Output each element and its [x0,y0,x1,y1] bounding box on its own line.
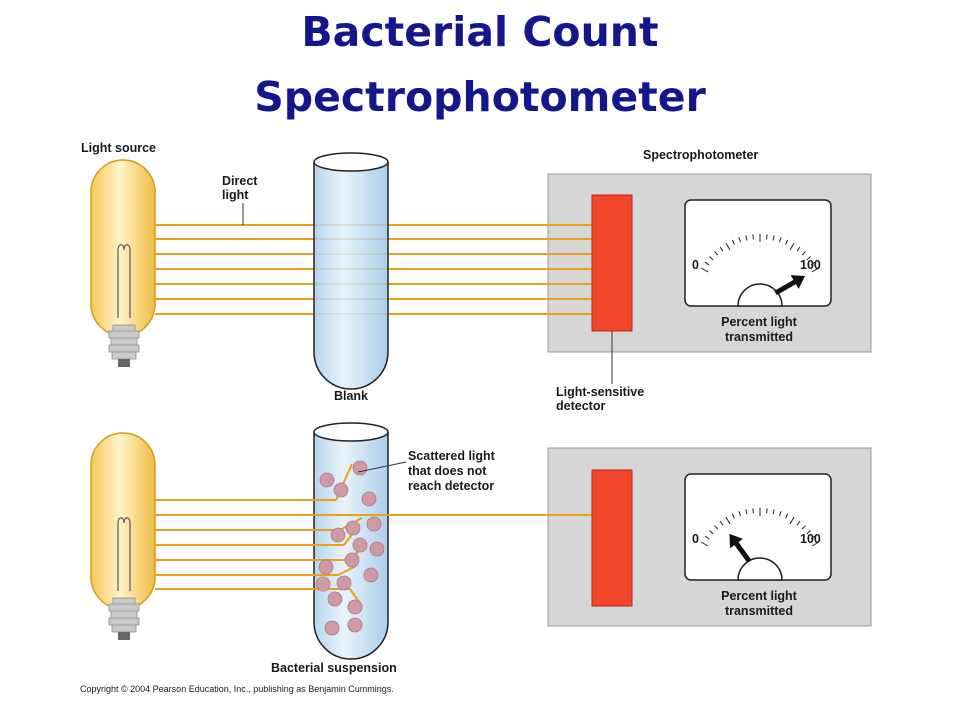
meter-tick [772,235,775,241]
bacterial-suspension-label: Bacterial suspension [271,661,397,675]
meter-tick [806,256,811,261]
meter-tick [752,234,754,240]
bacterium [369,541,385,557]
meter-tick [785,513,789,519]
meter-tick [700,541,709,547]
light-source-label: Light source [81,141,156,155]
meter-tick [719,520,724,526]
bacterium [345,520,361,536]
meter-tick [810,261,816,266]
scattered-light-label-line-3: reach detector [408,479,494,493]
meter-tick [752,508,754,514]
meter-bottom-caption-line-1: Percent light [721,589,798,603]
detector-label-line-1: Light-sensitive [556,385,644,399]
meter-tick [766,508,768,514]
bacterium [352,460,368,476]
meter-tick [801,251,806,256]
direct-light-label-line-1: Direct [222,174,258,188]
meter-tick [785,239,789,245]
meter-tick [709,530,714,535]
bacterium [330,527,346,543]
bacterium [347,617,363,633]
bacterium [327,591,343,607]
light-sensitive-detector-top [591,194,633,332]
bacterium [318,559,334,575]
meter-top-caption-line-1: Percent light [721,315,798,329]
scattered-light-leader [357,461,407,473]
meter-tick [745,509,748,515]
bacterium [315,576,331,592]
meter-tick [714,251,719,256]
bacterium [352,537,368,553]
bacterium [333,482,349,498]
meter-tick [738,511,742,517]
meter-tick [725,242,731,251]
meter-tick [709,256,714,261]
meter-top-needle [774,275,806,296]
meter-tick [810,535,816,540]
light-rays-bottom [155,499,608,590]
meter-tick [700,267,709,273]
scattered-light-label-line-1: Scattered light [408,449,496,463]
meter-bottom: 0 100 [684,473,832,581]
meter-tick [731,239,735,245]
meter-tick [796,520,801,526]
meter-tick [789,516,795,525]
light-sensitive-detector-bottom [591,469,633,607]
meter-tick [811,541,820,547]
meter-tick [772,509,775,515]
meter-bottom-max-label: 100 [800,532,821,546]
meter-bottom-scale [700,508,820,547]
page-title-line-2: Spectrophotometer [254,73,706,121]
meter-tick [801,525,806,530]
bacterium [319,472,335,488]
light-bulb-top [90,159,156,367]
bacterium [344,552,360,568]
meter-bottom-caption-line-2: transmitted [725,604,793,618]
meter-tick [778,237,782,243]
meter-tick [778,511,782,517]
meter-tick [738,237,742,243]
meter-top-scale [700,234,820,273]
spectrophotometer-label: Spectrophotometer [643,148,758,162]
bacterium [347,599,363,615]
bacterium [366,516,382,532]
meter-tick [766,234,768,240]
detector-label-line-2: detector [556,399,605,413]
meter-tick [704,261,710,266]
meter-bottom-min-label: 0 [692,532,699,546]
bacterium [361,491,377,507]
meter-tick [796,246,801,252]
blank-tube [313,152,389,390]
bacterium [324,620,340,636]
meter-tick [714,525,719,530]
bacteria-cells [315,460,385,636]
meter-tick [731,513,735,519]
meter-top-caption-line-2: transmitted [725,330,793,344]
meter-top: 0 100 [684,199,832,307]
meter-tick [745,235,748,241]
direct-light-label-line-2: light [222,188,249,202]
bacterium [363,567,379,583]
meter-bottom-needle [729,533,752,563]
bacterium [336,575,352,591]
meter-tick [704,535,710,540]
light-bulb-bottom [90,432,156,640]
meter-tick [806,530,811,535]
scattered-light-label-line-2: that does not [408,464,487,478]
blank-label: Blank [334,389,368,403]
meter-top-min-label: 0 [692,258,699,272]
meter-top-max-label: 100 [800,258,821,272]
meter-tick [719,246,724,252]
copyright-notice: Copyright © 2004 Pearson Education, Inc.… [80,684,394,694]
page-title-line-1: Bacterial Count [301,8,659,56]
meter-tick [811,267,820,273]
meter-tick [725,516,731,525]
meter-tick [789,242,795,251]
